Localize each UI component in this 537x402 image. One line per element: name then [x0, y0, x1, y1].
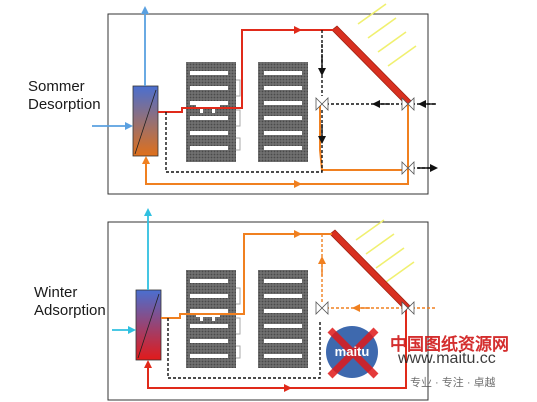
summer-adsorber-connectors — [236, 79, 241, 151]
winter-adsorber-connectors — [236, 287, 241, 359]
summer-label: Sommer Desorption — [28, 78, 101, 114]
winter-valve-icon — [315, 301, 415, 315]
winter-exchanger-diagonal — [137, 293, 160, 359]
summer-adsorber-left — [186, 62, 236, 162]
winter-label-line1: Winter — [34, 284, 78, 301]
watermark-logo-text: maitu — [335, 344, 370, 359]
watermark-slogan: 专业 · 专注 · 卓越 — [410, 377, 496, 389]
summer-label-line2: Desorption — [28, 96, 101, 113]
winter-label-line2: Adsorption — [34, 302, 106, 319]
winter-adsorber-left — [186, 270, 236, 368]
summer-label-line1: Sommer — [28, 78, 85, 95]
summer-orange-branch — [319, 104, 406, 171]
winter-orange-loop — [161, 230, 302, 319]
winter-black-dashed — [167, 318, 321, 379]
watermark-site-name: 中国图纸资源网 — [390, 335, 509, 354]
winter-adsorber-right — [258, 270, 308, 368]
winter-adsorber-slots — [190, 279, 302, 358]
summer-adsorber-right — [258, 62, 308, 162]
watermark-url: www.maitu.cc — [398, 350, 496, 367]
summer-valve-icon — [315, 97, 415, 175]
summer-sun-rays-icon — [357, 3, 417, 67]
winter-panel — [107, 208, 436, 401]
winter-sun-rays-icon — [355, 219, 415, 283]
summer-red-loop — [158, 26, 302, 113]
watermark-logo-icon: maitu — [326, 326, 379, 379]
summer-exchanger-diagonal — [134, 89, 157, 155]
winter-label: Winter Adsorption — [34, 284, 106, 320]
summer-panel — [92, 3, 438, 195]
